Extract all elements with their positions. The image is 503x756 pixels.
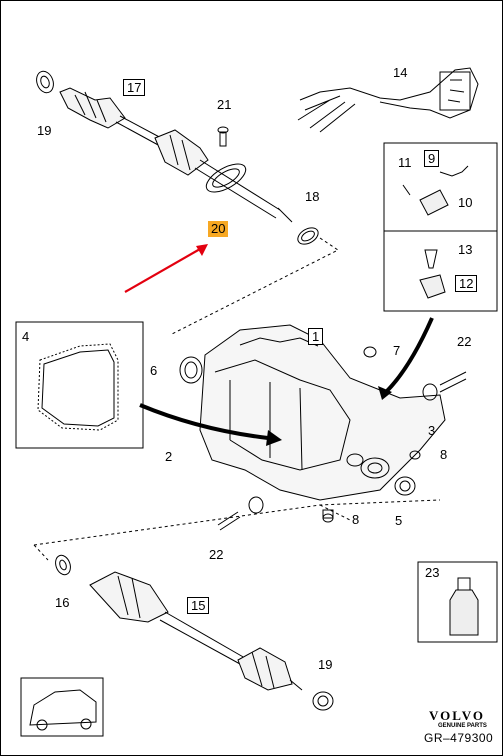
callout-3: 3 [428, 423, 436, 438]
callout-1: 1 [308, 328, 324, 345]
callout-22-right: 22 [457, 334, 472, 349]
bolt-22 [439, 371, 467, 386]
gasket-detail-box [15, 321, 144, 449]
genuine-parts-tag: GENUINE PARTS [438, 723, 487, 729]
washer-19-lower [312, 691, 334, 711]
sensor-detail-box-2 [383, 230, 498, 312]
callout-19-lower: 19 [318, 657, 333, 672]
oil-bottle-box [417, 561, 498, 643]
callout-20-highlighted: 20 [208, 221, 229, 237]
washer-18 [297, 227, 319, 245]
callout-12: 12 [455, 275, 478, 292]
callout-15: 15 [187, 597, 210, 614]
wire-harness [297, 67, 479, 133]
car-thumbnail-box [20, 677, 104, 737]
callout-8-bottom: 8 [352, 512, 360, 527]
upper-drive-shaft [36, 70, 293, 223]
callout-5: 5 [395, 513, 403, 528]
callout-9: 9 [424, 150, 440, 167]
callout-21: 21 [217, 97, 232, 112]
callout-4: 4 [22, 329, 30, 344]
callout-2: 2 [165, 449, 173, 464]
callout-19-upper: 19 [37, 123, 52, 138]
callout-14: 14 [393, 65, 408, 80]
callout-6: 6 [150, 363, 158, 378]
callout-23: 23 [425, 565, 440, 580]
callout-18: 18 [305, 189, 320, 204]
callout-11: 11 [398, 155, 412, 170]
highlight-arrow [124, 244, 208, 293]
callout-22-bottom: 22 [209, 547, 224, 562]
callout-8-right: 8 [440, 447, 448, 462]
diagram-code: GR–479300 [424, 731, 494, 745]
lower-drive-shaft [55, 554, 334, 711]
seal-5 [394, 476, 416, 496]
differential-housing [199, 324, 446, 501]
callout-7: 7 [393, 343, 401, 358]
callout-13: 13 [458, 242, 473, 257]
callout-10: 10 [458, 195, 473, 210]
seal-6 [179, 356, 203, 384]
callout-17: 17 [123, 79, 146, 96]
callout-16: 16 [55, 595, 70, 610]
volvo-logo: VOLVO [429, 708, 485, 723]
